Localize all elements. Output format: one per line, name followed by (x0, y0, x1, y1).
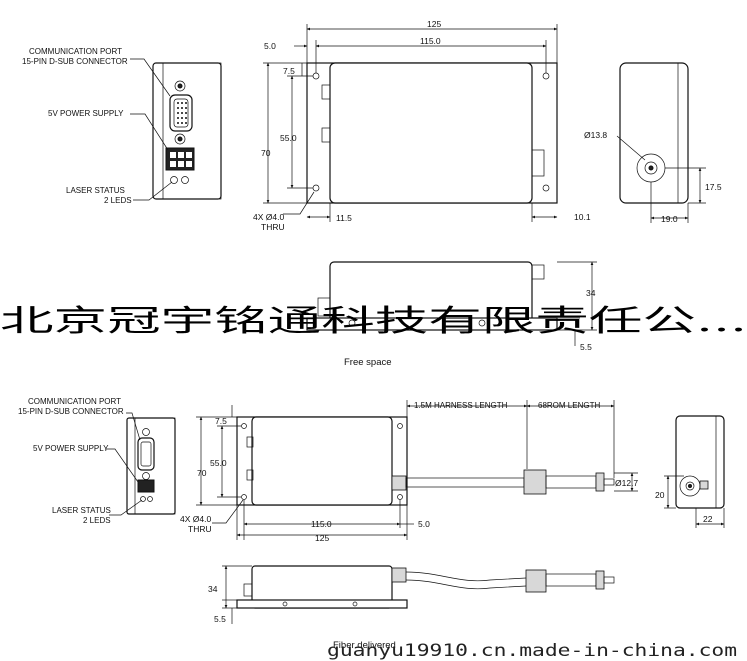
bottom-side-dims: 20 22 (655, 490, 713, 524)
label-leds: 2 LEDS (104, 196, 132, 205)
dim-hole-b: 4X Ø4.0 (180, 514, 211, 524)
bottom-callout-labels: COMMUNICATION PORT 15-PIN D-SUB CONNECTO… (18, 397, 124, 525)
watermark-company: 北京冠宇铭通科技有限责任公... (0, 304, 747, 339)
dim-5-0: 5.0 (264, 41, 276, 51)
dim-20: 20 (655, 490, 665, 500)
dim-10-1: 10.1 (574, 212, 591, 222)
top-side-dims: Ø13.8 17.5 19.0 (584, 130, 722, 224)
watermark-url: guanyu19910.cn.made-in-china.com (327, 641, 737, 661)
bottom-connector-end-view (106, 412, 176, 516)
dim-125: 125 (427, 19, 441, 29)
bottom-elevation-view (222, 565, 615, 624)
dim-115-0: 115.0 (420, 36, 441, 46)
dim-19-0: 19.0 (661, 214, 678, 224)
bottom-plan-view (196, 400, 638, 540)
dim-hole: 4X Ø4.0 (253, 212, 284, 222)
dim-7-5: 7.5 (283, 66, 295, 76)
dim-70: 70 (261, 148, 271, 158)
dim-harness: 1.5M HARNESS LENGTH (414, 401, 508, 410)
dim-5-5-b: 5.5 (214, 614, 226, 624)
dim-11-5: 11.5 (336, 213, 352, 223)
dim-thru: THRU (261, 222, 285, 232)
dim-5-0-b: 5.0 (418, 519, 430, 529)
top-elevation-view (306, 261, 597, 346)
dim-55-0: 55.0 (280, 133, 297, 143)
top-plan-dims: 125 5.0 115.0 7.5 70 55.0 4X Ø4.0 THRU 1… (253, 19, 591, 232)
bottom-side-end-view (664, 415, 725, 528)
top-plan-view (263, 24, 558, 222)
top-connector-end-view (130, 58, 222, 201)
dim-7-5-b: 7.5 (215, 416, 227, 426)
bottom-plan-dims: 7.5 70 55.0 1.5M HARNESS LENGTH 68ROM LE… (180, 401, 638, 543)
dim-125-b: 125 (315, 533, 329, 543)
dim-55-0-b: 55.0 (210, 458, 227, 468)
caption-free-space: Free space (344, 357, 392, 368)
top-elevation-dims: 34 5.5 Free space (344, 288, 596, 368)
dim-70-b: 70 (197, 468, 207, 478)
label-comm-port: COMMUNICATION PORT (29, 47, 122, 56)
caption-fiber-delivered: Fiber delivered (333, 640, 396, 651)
top-side-end-view (616, 62, 706, 223)
dim-rom: 68ROM LENGTH (538, 401, 600, 410)
label-comm-port-2: COMMUNICATION PORT (28, 397, 121, 406)
dim-dia-12-7: Ø12.7 (615, 478, 638, 488)
label-laser-status: LASER STATUS (66, 186, 125, 195)
dim-115-0-b: 115.0 (311, 519, 332, 529)
dim-thru-b: THRU (188, 524, 212, 534)
label-power-2: 5V POWER SUPPLY (33, 444, 109, 453)
top-callout-labels: COMMUNICATION PORT 15-PIN D-SUB CONNECTO… (22, 47, 132, 205)
dim-34-b: 34 (208, 584, 218, 594)
dim-34: 34 (586, 288, 596, 298)
label-dsub: 15-PIN D-SUB CONNECTOR (22, 57, 128, 66)
dim-22: 22 (703, 514, 713, 524)
dim-5-5: 5.5 (580, 342, 592, 352)
label-leds-2: 2 LEDS (83, 516, 111, 525)
label-power: 5V POWER SUPPLY (48, 109, 124, 118)
bottom-elevation-dims: 34 5.5 Fiber delivered (208, 584, 396, 651)
dim-17-5: 17.5 (705, 182, 722, 192)
label-laser-status-2: LASER STATUS (52, 506, 111, 515)
label-dsub-2: 15-PIN D-SUB CONNECTOR (18, 407, 124, 416)
dim-dia-13-8: Ø13.8 (584, 130, 607, 140)
